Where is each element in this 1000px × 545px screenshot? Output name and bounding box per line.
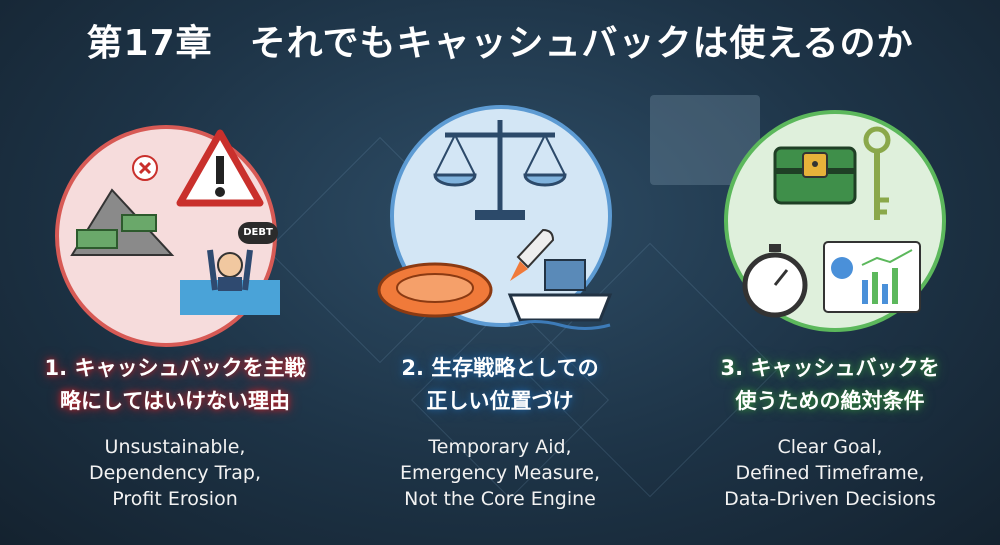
point: Data-Driven Decisions	[724, 488, 936, 510]
page-title: 第17章 それでもキャッシュバックは使えるのか	[86, 23, 914, 64]
section-2-heading: 2. 生存戦略としての正しい位置づけ	[340, 352, 660, 418]
life-raft-icon	[377, 262, 493, 318]
section-1-points: Unsustainable, Dependency Trap, Profit Ero…	[15, 434, 335, 512]
heading-line: 正しい位置づけ	[426, 389, 574, 413]
point: Defined Timeframe,	[735, 462, 925, 484]
stopwatch-icon	[742, 244, 808, 318]
point: Emergency Measure,	[400, 462, 600, 484]
key-icon	[863, 126, 891, 220]
section-3-points: Clear Goal, Defined Timeframe, Data-Driven…	[670, 434, 990, 512]
cross-icon	[132, 155, 158, 181]
point: Clear Goal,	[777, 436, 883, 458]
warning-icon	[176, 129, 264, 207]
heading-line: 2. 生存戦略としての	[401, 356, 599, 380]
drowning-person-icon	[180, 249, 280, 315]
point: Not the Core Engine	[404, 488, 596, 510]
treasure-chest-lock-icon	[773, 146, 857, 205]
balance-scale-icon	[433, 120, 567, 220]
point: Temporary Aid,	[428, 436, 572, 458]
section-1-heading: 1. キャッシュバックを主戦略にしてはいけない理由	[15, 352, 335, 418]
heading-line: 3. キャッシュバックを	[720, 356, 940, 380]
heading-line: 1. キャッシュバックを主戦	[44, 356, 306, 380]
section-3-heading: 3. キャッシュバックを使うための絶対条件	[670, 352, 990, 418]
dashboard-chart-icon	[823, 241, 921, 313]
point: Unsustainable,	[104, 436, 246, 458]
rocket-icon	[510, 228, 555, 281]
heading-line: 略にしてはいけない理由	[60, 389, 290, 413]
money-pile-icon	[70, 188, 175, 256]
point: Dependency Trap,	[88, 462, 261, 484]
point: Profit Erosion	[112, 488, 238, 510]
section-2-points: Temporary Aid, Emergency Measure, Not the …	[340, 434, 660, 512]
cargo-ship-icon	[507, 259, 613, 330]
heading-line: 使うための絶対条件	[735, 389, 925, 413]
debt-badge: DEBT	[238, 222, 278, 244]
